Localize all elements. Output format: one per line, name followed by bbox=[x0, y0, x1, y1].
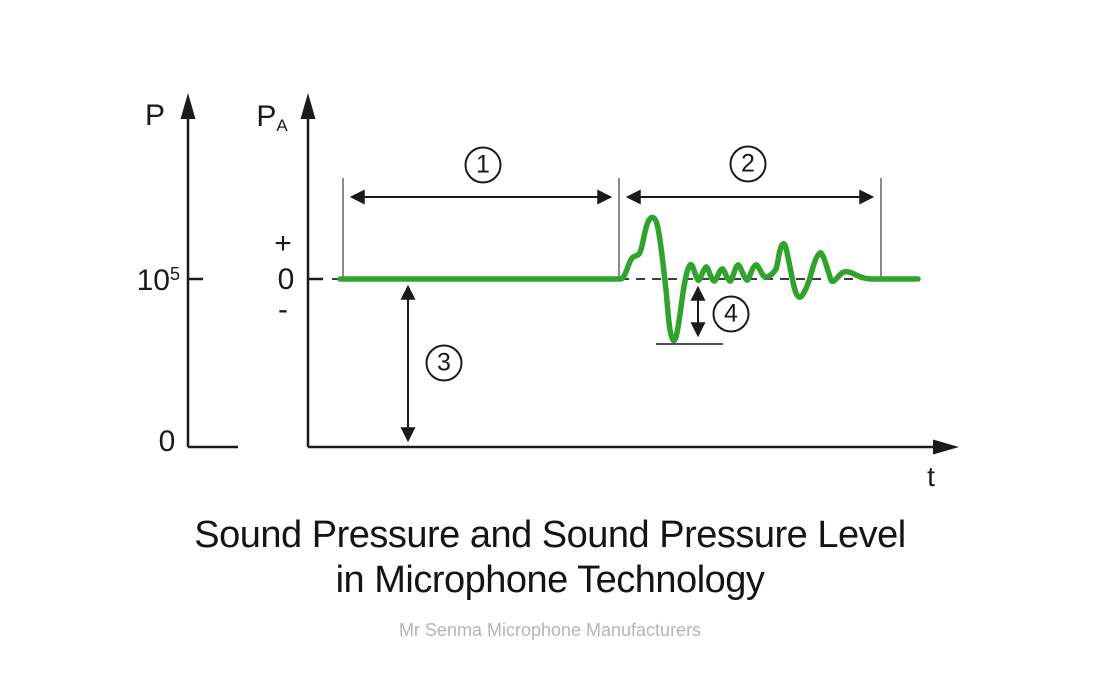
pa-axis-arrowhead bbox=[300, 93, 316, 119]
callout-4-peak-amplitude: 4 bbox=[712, 295, 750, 333]
p-axis-origin-label: 0 bbox=[158, 425, 176, 458]
figure-subtitle: Mr Senma Microphone Manufacturers bbox=[398, 620, 702, 640]
callout-3-static-pressure: 3 bbox=[425, 344, 463, 382]
sound-pressure-waveform bbox=[337, 214, 921, 344]
pa-axis-zero-label: 0 bbox=[277, 263, 295, 296]
time-axis-arrowhead bbox=[933, 439, 959, 455]
p-axis-tick-label-1e5: 105 bbox=[136, 264, 180, 297]
p-axis-arrowhead bbox=[180, 93, 196, 119]
caption-block: Sound Pressure and Sound Pressure Level … bbox=[0, 513, 1100, 641]
p-axis-tick-exponent: 5 bbox=[169, 264, 180, 284]
figure-title-line2: in Microphone Technology bbox=[335, 559, 765, 601]
pa-axis-minus-label: - bbox=[278, 293, 288, 326]
callout-1-region-silence: 1 bbox=[464, 146, 502, 184]
time-axis-label: t bbox=[927, 461, 935, 492]
p-axis-label: P bbox=[144, 99, 166, 132]
callout-2-region-signal: 2 bbox=[729, 145, 767, 183]
pa-axis-plus-label: + bbox=[274, 227, 292, 260]
pa-axis-label: PA bbox=[256, 100, 288, 135]
pa-axis-label-subscript: A bbox=[276, 116, 288, 135]
figure-title-line1: Sound Pressure and Sound Pressure Level bbox=[194, 514, 906, 556]
